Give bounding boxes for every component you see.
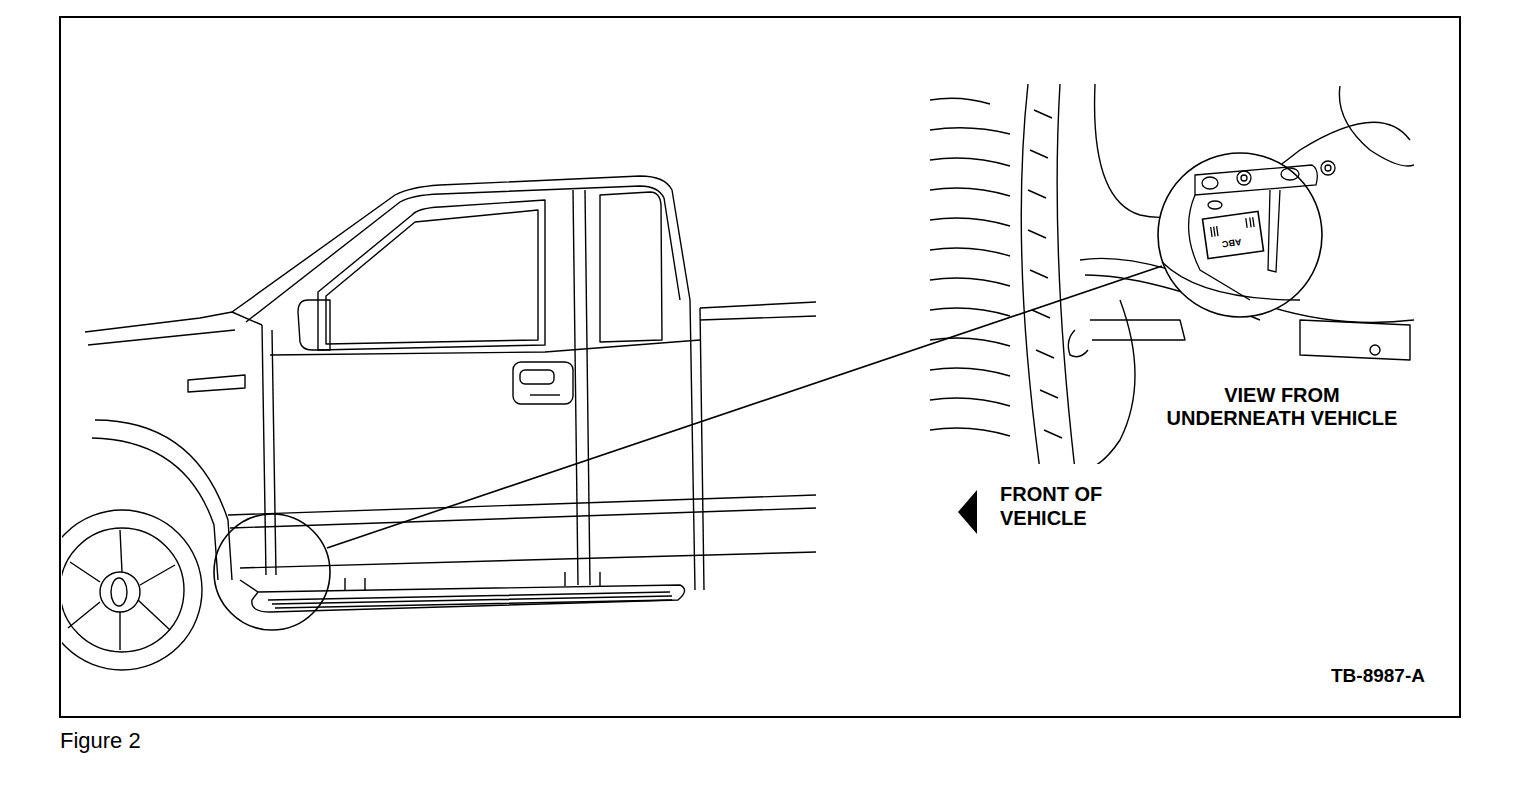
figure-frame <box>60 17 1460 717</box>
bracket-detail <box>1162 161 1335 300</box>
view-label: VIEW FROM UNDERNEATH VEHICLE <box>1156 384 1408 430</box>
truck-drawing <box>62 176 816 670</box>
figure-caption: Figure 2 <box>60 728 141 754</box>
figure-code: TB-8987-A <box>1300 665 1425 687</box>
direction-label: FRONT OF VEHICLE <box>1000 482 1122 530</box>
callout-circle <box>214 514 330 630</box>
leader-line <box>327 266 1162 548</box>
detail-circle <box>1158 153 1322 317</box>
underside-inset-drawing <box>930 84 1414 464</box>
front-arrow <box>958 490 977 534</box>
